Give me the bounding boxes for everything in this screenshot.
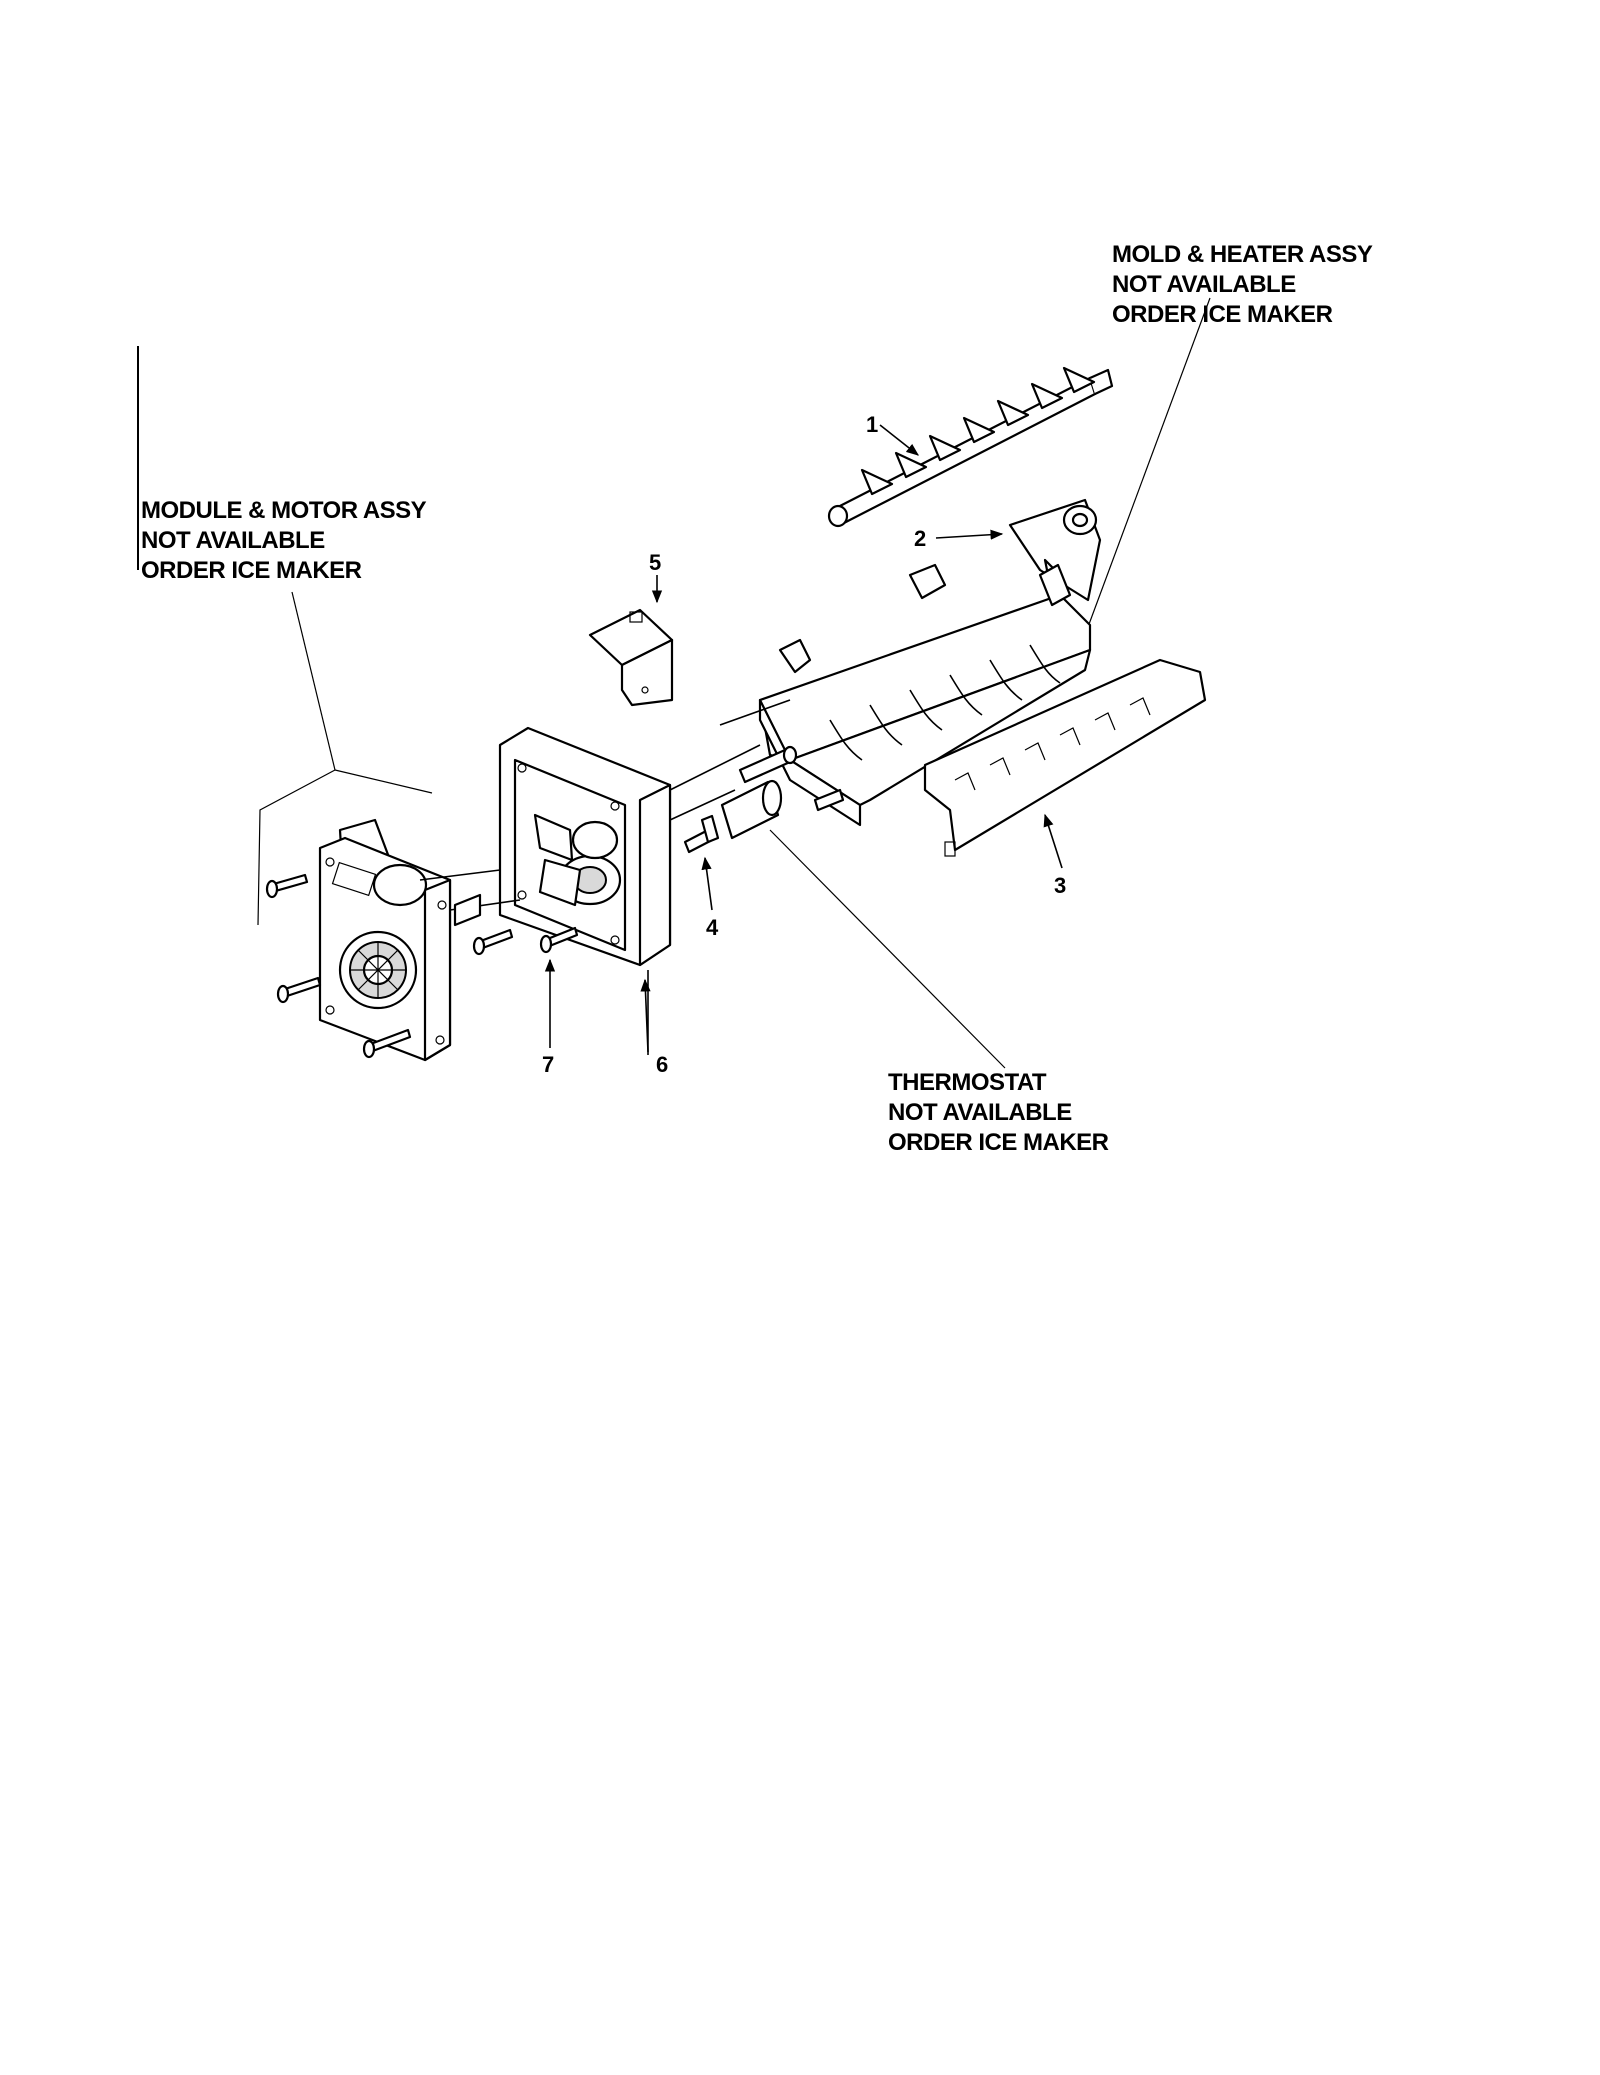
- module-motor-line-1: MODULE & MOTOR ASSY: [141, 497, 427, 524]
- screw-2: [276, 976, 322, 1004]
- thermostat-line-1: THERMOSTAT: [888, 1069, 1047, 1096]
- part-3-number: 3: [1054, 873, 1066, 898]
- part-1-number: 1: [866, 412, 878, 437]
- part-7-screws: 7: [265, 873, 579, 1077]
- part-1-arrow: [879, 424, 920, 456]
- module-motor-bracket-2: [334, 769, 433, 794]
- module-motor-line-2: NOT AVAILABLE: [141, 527, 325, 554]
- part-4-clip: 4: [683, 814, 720, 940]
- thermostat-line-3: ORDER ICE MAKER: [888, 1129, 1109, 1156]
- part-3-arrow: [1043, 813, 1063, 869]
- thermostat-part: [720, 745, 845, 840]
- module-motor: [318, 818, 521, 1062]
- thermostat-leader: [769, 829, 1006, 1069]
- module-motor-callout: MODULE & MOTOR ASSY NOT AVAILABLE ORDER …: [137, 346, 427, 584]
- part-2-arrow: [935, 529, 1004, 540]
- module-motor-bracket: [257, 769, 336, 926]
- part-1-ejector: 1: [827, 366, 1114, 528]
- module-motor-line-3: ORDER ICE MAKER: [141, 557, 362, 584]
- mold-heater-leader: [1084, 297, 1211, 636]
- part-6-housing: 6: [498, 726, 761, 1077]
- thermostat-callout: THERMOSTAT NOT AVAILABLE ORDER ICE MAKER: [888, 1069, 1109, 1156]
- mold-heater-callout: MOLD & HEATER ASSY NOT AVAILABLE ORDER I…: [1112, 241, 1373, 328]
- module-motor-leader: [291, 591, 336, 771]
- part-4-arrow: [701, 856, 713, 911]
- part-3-cover: 3: [923, 658, 1207, 898]
- screw-3: [362, 1028, 412, 1059]
- part-6-number: 6: [656, 1052, 668, 1077]
- thermostat-line-2: NOT AVAILABLE: [888, 1099, 1072, 1126]
- part-4-number: 4: [706, 915, 719, 940]
- part-5-bracket: 5: [588, 550, 674, 707]
- mold-heater-line-3: ORDER ICE MAKER: [1112, 301, 1333, 328]
- part-5-number: 5: [649, 550, 661, 575]
- screw-1: [265, 873, 309, 899]
- mold-heater-line-1: MOLD & HEATER ASSY: [1112, 241, 1373, 268]
- screw-5: [539, 926, 579, 954]
- screw-4: [472, 928, 514, 956]
- mold-heater-line-2: NOT AVAILABLE: [1112, 271, 1296, 298]
- part-2-number: 2: [914, 526, 926, 551]
- part-7-number: 7: [542, 1052, 554, 1077]
